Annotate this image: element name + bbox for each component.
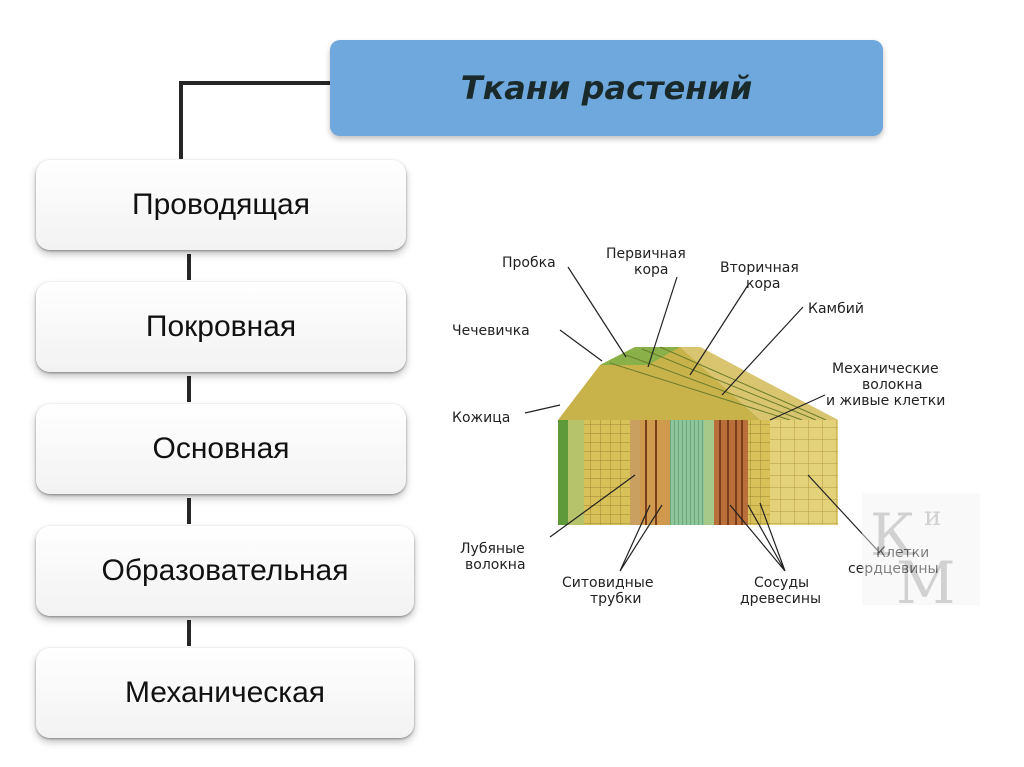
label-primary-cortex-2: кора (634, 262, 669, 278)
label-cork: Пробка (502, 255, 556, 271)
tissue-label: Образовательная (101, 554, 349, 587)
tissue-label: Проводящая (132, 188, 310, 221)
label-mech-fibers-2: волокна (862, 377, 923, 393)
label-primary-cortex-1: Первичная (606, 246, 686, 262)
layer-cork (568, 420, 584, 525)
stem-section-diagram: Пробка Первичная кора Вторичная кора Кам… (452, 246, 980, 617)
connector-vertical-top (179, 81, 183, 159)
label-pith-cells-1: Клетки (876, 545, 929, 561)
wedge-top-inner (680, 347, 838, 420)
wedge-top-lines (609, 346, 827, 421)
watermark-logo: К и М (862, 493, 980, 617)
svg-text:и: и (924, 502, 941, 532)
label-secondary-cortex-1: Вторичная (720, 260, 799, 276)
page-title: Ткани растений (460, 69, 753, 107)
tissue-box-osnovnaya: Основная (36, 404, 406, 494)
layer-wood-fibers (748, 420, 770, 525)
layer-epidermis (558, 420, 568, 525)
wedge-top-bark (600, 347, 680, 365)
svg-text:К: К (870, 501, 915, 569)
leader-lines (524, 266, 881, 572)
layer-cambium (704, 420, 714, 525)
layer-bast-fibers (630, 420, 640, 525)
tissue-label: Покровная (145, 310, 297, 343)
label-cambium: Камбий (808, 301, 864, 317)
vessel-lines (645, 420, 743, 525)
label-epidermis: Кожица (452, 410, 510, 426)
label-mech-fibers-1: Механические (832, 361, 939, 377)
label-sieve-tubes-2: трубки (590, 591, 642, 607)
label-bast-fibers-1: Лубяные (460, 541, 525, 557)
tissue-box-pokrovnaya: Покровная (36, 282, 406, 372)
label-sieve-tubes-1: Ситовидные (562, 575, 653, 591)
connector-vertical-4 (187, 620, 191, 646)
layer-pith (770, 420, 838, 525)
tissue-box-obrazovatelnaya: Образовательная (36, 526, 414, 616)
layer-secondary-cortex (670, 420, 704, 525)
connector-vertical-3 (187, 498, 191, 524)
connector-vertical-1 (187, 254, 191, 280)
label-lenticel: Чечевичка (452, 323, 530, 339)
svg-text:М: М (896, 549, 955, 617)
label-wood-vessels-1: Сосуды (754, 575, 809, 591)
label-mech-fibers-3: и живые клетки (826, 393, 945, 409)
title-box: Ткани растений (330, 40, 883, 136)
tissue-label: Основная (152, 432, 290, 465)
layer-primary-cortex (584, 420, 630, 525)
label-pith-cells-2: сердцевины (848, 561, 939, 577)
label-wood-vessels-2: древесины (740, 591, 821, 607)
tissue-box-provodyashchaya: Проводящая (36, 160, 406, 250)
tissue-box-mekhanicheskaya: Механическая (36, 648, 414, 738)
label-secondary-cortex-2: кора (746, 276, 781, 292)
connector-vertical-2 (187, 376, 191, 402)
tissue-label: Механическая (124, 676, 326, 709)
label-bast-fibers-2: волокна (465, 557, 526, 573)
connector-horizontal (179, 81, 331, 85)
